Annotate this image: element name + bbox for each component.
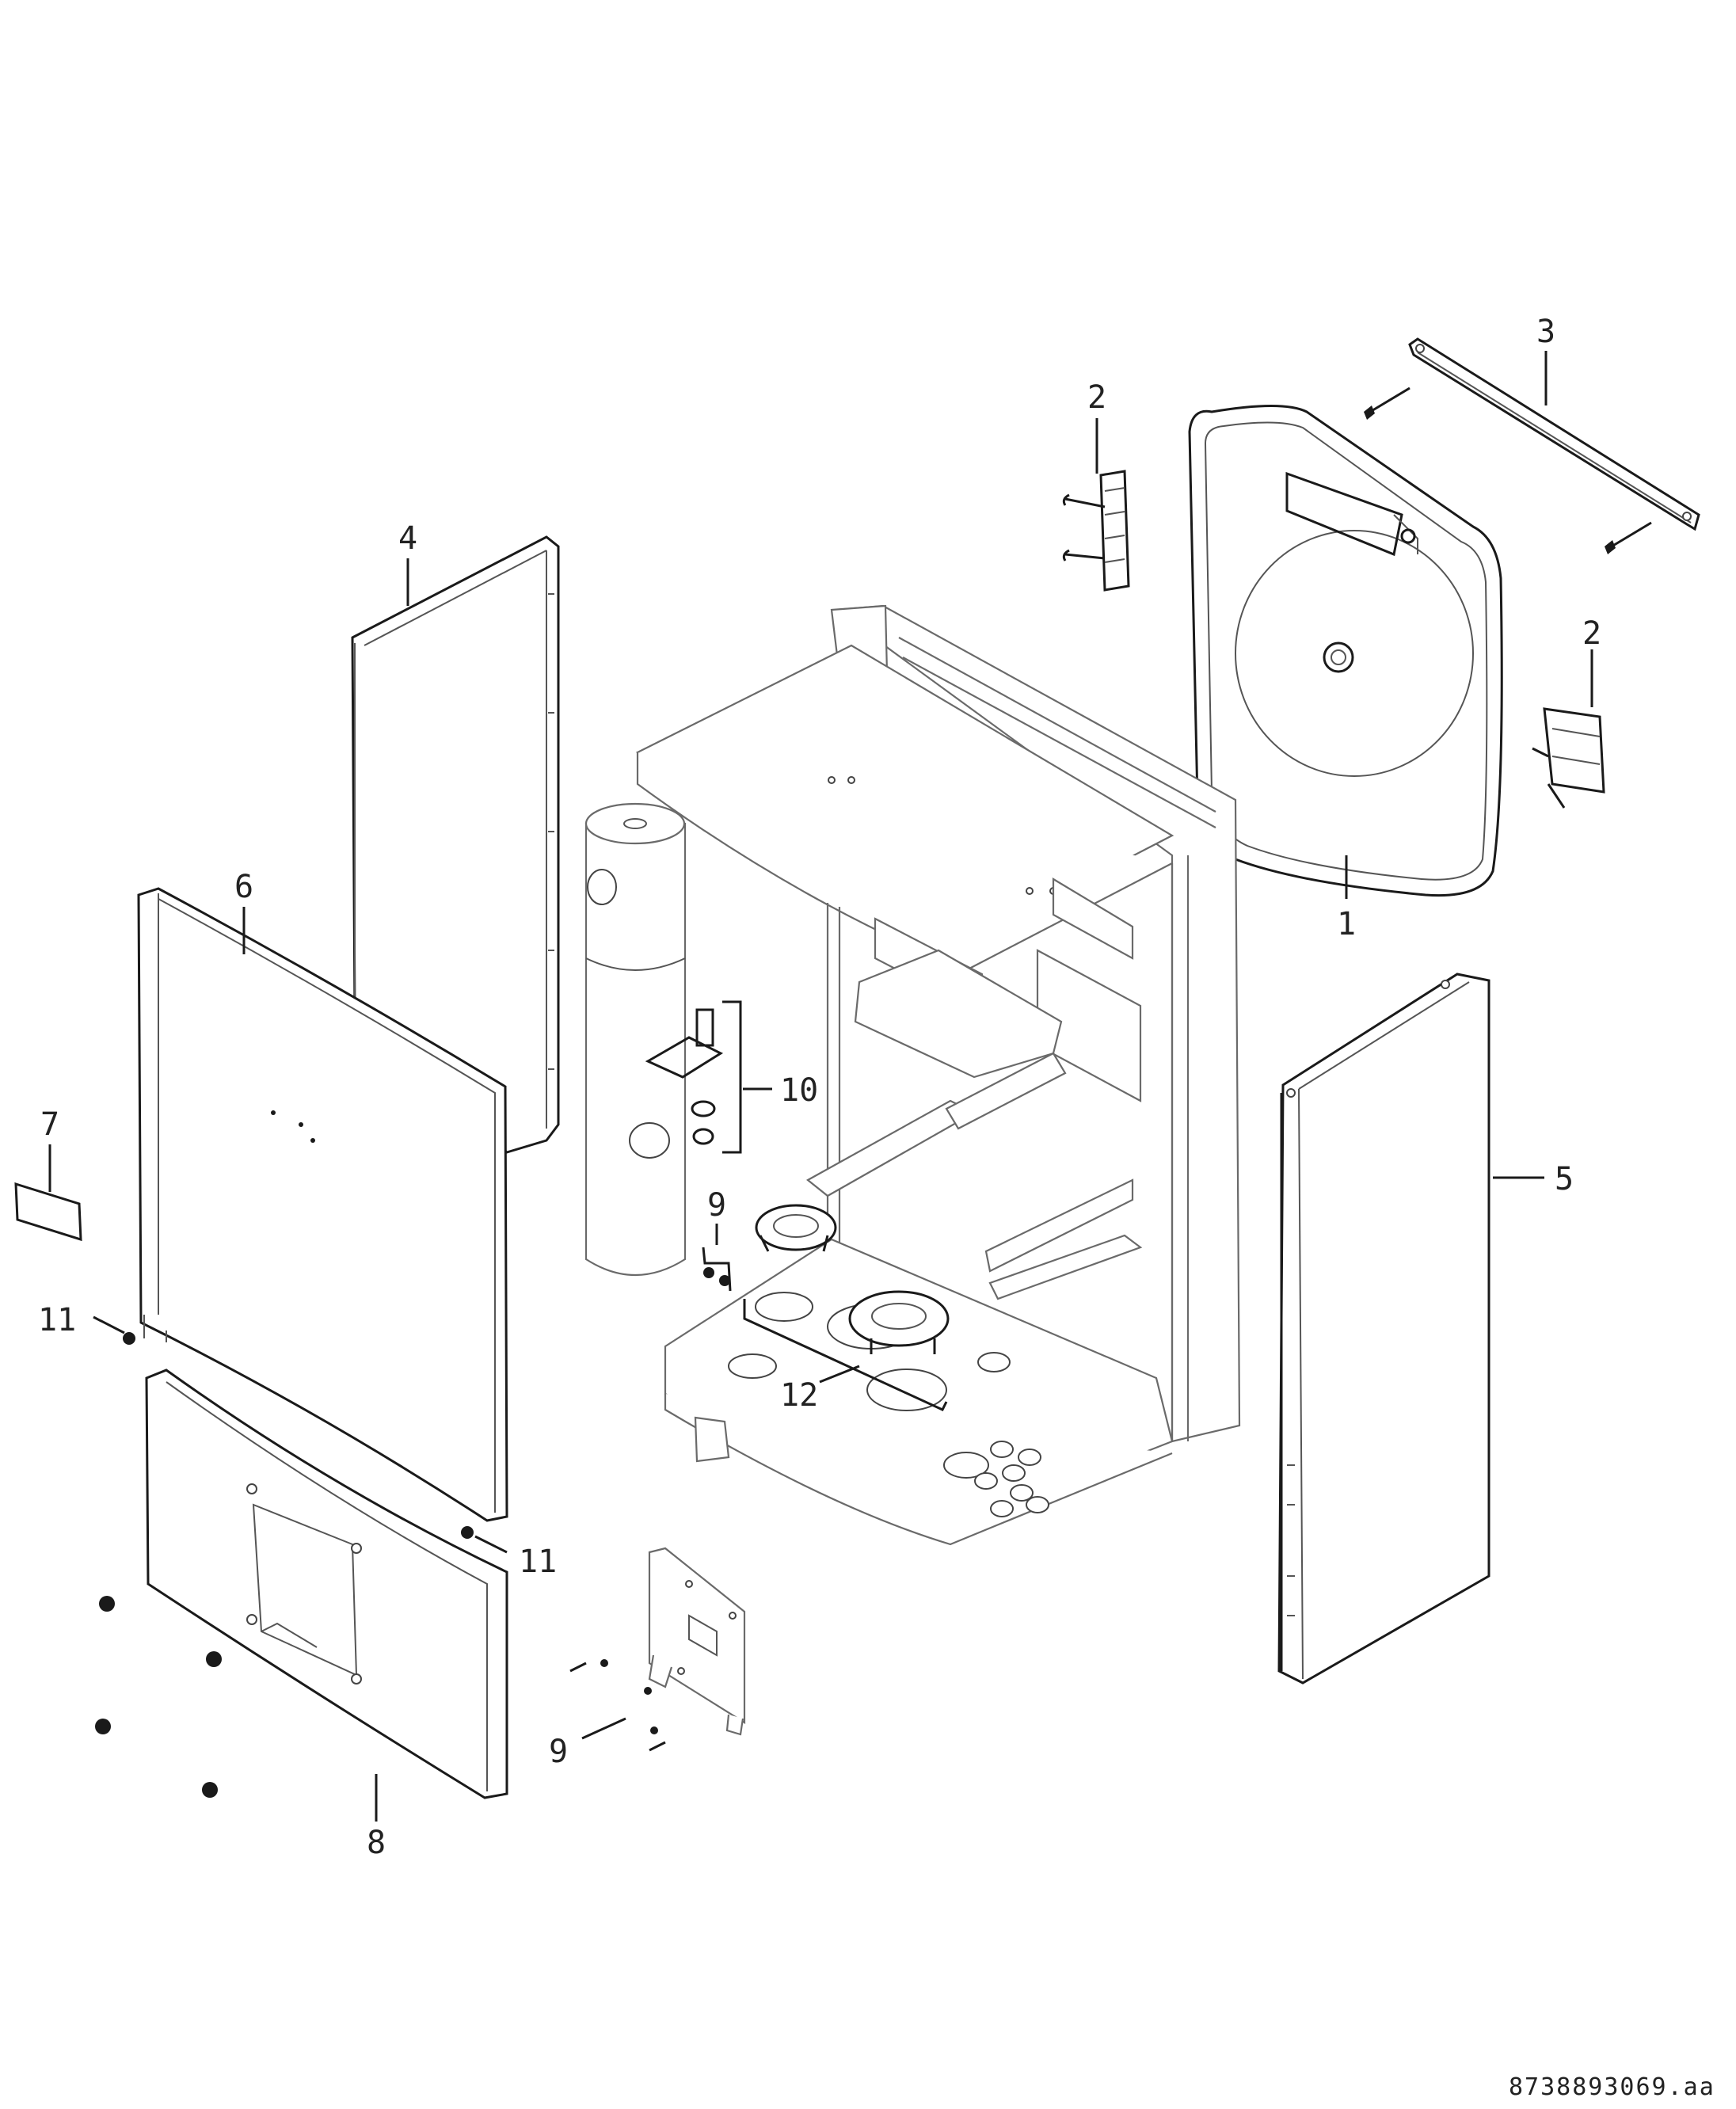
wall-mounting-plate	[648, 1547, 746, 1736]
part-12-flange-upper	[755, 1204, 837, 1252]
callout-8: 8	[367, 1825, 386, 1861]
part-10-bolt-kit	[645, 1000, 742, 1154]
callout-2-upper: 2	[1087, 379, 1106, 416]
screw-upper	[1364, 386, 1410, 420]
part-11-screw-left	[123, 1332, 135, 1345]
callout-2-lower: 2	[1582, 615, 1601, 652]
leader-lines	[48, 351, 1593, 1822]
callout-4: 4	[398, 520, 417, 557]
part-3-mounting-bracket	[1408, 337, 1700, 531]
part-7-label	[14, 1182, 82, 1242]
part-9-screws-upper	[702, 1247, 732, 1292]
cover-clips	[95, 1596, 222, 1798]
callout-9-lower: 9	[549, 1734, 568, 1770]
part-12-leader-bracket	[743, 1299, 948, 1411]
part-12-flange-lower	[848, 1290, 950, 1354]
part-5-side-panel-right	[1277, 973, 1490, 1685]
callout-11-left: 11	[38, 1302, 76, 1338]
part-8-front-cover-lower	[145, 1369, 508, 1799]
callout-labels: 1 2 2 3 4 5 6 7 8 9 9 10 11 11 12	[38, 314, 1601, 1861]
callout-3: 3	[1536, 314, 1555, 350]
screw-lower	[1605, 521, 1652, 554]
housing-frame	[635, 604, 1241, 1546]
callout-1: 1	[1337, 906, 1356, 942]
part-6-front-cover-upper	[137, 887, 508, 1522]
callout-10: 10	[780, 1072, 818, 1109]
callout-6: 6	[234, 869, 253, 905]
callout-5: 5	[1555, 1161, 1574, 1197]
callout-7: 7	[40, 1106, 59, 1143]
cylinder-tank	[584, 802, 687, 1277]
callout-11-right: 11	[519, 1544, 557, 1580]
callout-9-upper: 9	[707, 1187, 726, 1224]
part-2-clip-lower	[1532, 707, 1605, 809]
document-number: 8738893069.aa	[1509, 2073, 1715, 2101]
part-9-screws-lower	[569, 1659, 666, 1752]
part-11-screw-right	[461, 1526, 474, 1539]
part-2-clip-upper	[1062, 470, 1130, 592]
part-1-expansion-vessel	[1188, 405, 1503, 897]
callout-12: 12	[780, 1377, 818, 1414]
